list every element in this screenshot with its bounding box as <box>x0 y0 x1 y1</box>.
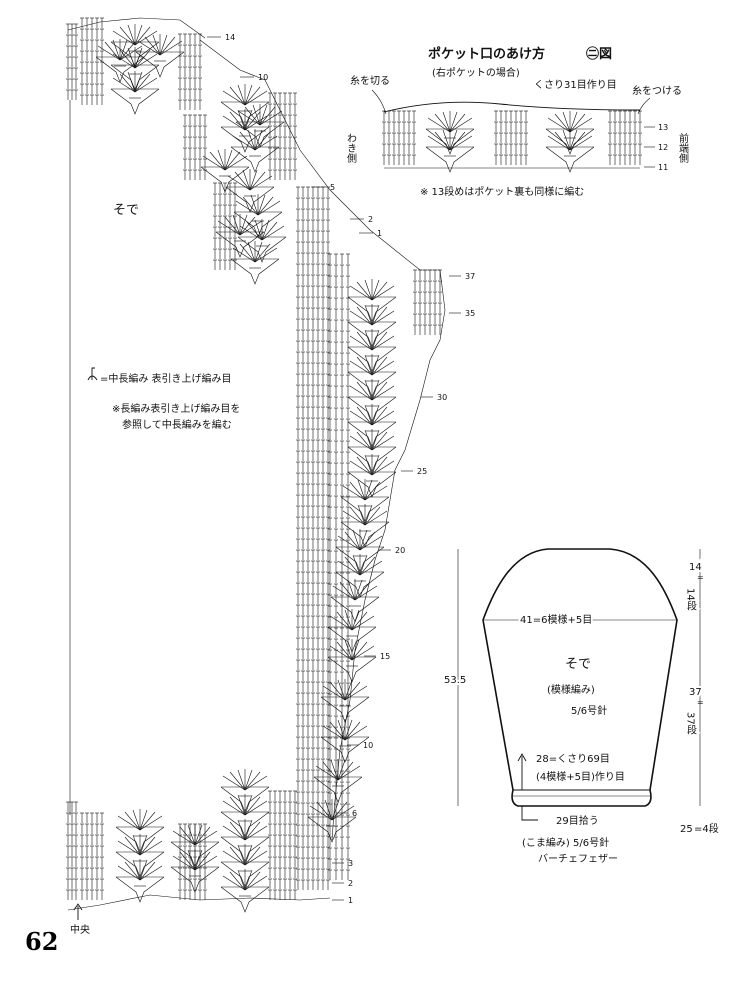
cuff-rows: =4段 <box>694 822 719 835</box>
lower-row-number: 20 <box>395 546 405 555</box>
pocket-chain-label: くさり31目作り目 <box>534 79 617 91</box>
cap-height: 14 <box>689 562 702 573</box>
attach-yarn-label: 糸をつける <box>632 85 682 97</box>
lower-row-number: 2 <box>348 879 353 888</box>
pickup-label: 29目拾う <box>556 814 599 827</box>
pocket-row-number: 13 <box>658 123 668 132</box>
fan-stitch <box>347 453 397 498</box>
fan-stitch <box>215 213 265 258</box>
pocket-row-number: 11 <box>658 163 668 172</box>
center-label: 中央 <box>70 923 90 936</box>
schematic-pattern: (模様編み) <box>547 683 595 696</box>
cap-ditto: = <box>697 573 704 582</box>
fan-stitch <box>230 128 280 173</box>
fan-stitch <box>330 578 380 623</box>
fan-stitch <box>307 798 357 843</box>
lower-row-numbers: 37 35 30 25 20 15 10 6 3 2 1 <box>332 272 475 905</box>
cap-rows: 14段 <box>685 588 697 612</box>
upper-row-number: 2 <box>368 215 373 224</box>
pocket-title: ポケット口のあけ方 <box>428 46 545 62</box>
pocket-figure-number: ㊁図 <box>586 46 612 62</box>
fan-stitch <box>135 33 185 78</box>
lower-row-number: 1 <box>348 896 353 905</box>
body-ditto: = <box>697 698 704 707</box>
top-width-label: 41=6模様+5目 <box>520 613 592 626</box>
lower-row-number: 35 <box>465 309 475 318</box>
cast-on-1: 28=くさり69目 <box>536 753 610 765</box>
pocket-opening-detail: ポケット口のあけ方 ㊁図 (右ポケットの場合) くさり31目作り目 糸を切る 糸… <box>345 46 689 198</box>
body-rows: 37段 <box>685 712 697 736</box>
fan-stitch <box>545 128 595 173</box>
lower-row-number: 37 <box>465 272 475 281</box>
pocket-side-left: わき側 <box>345 133 357 163</box>
fan-stitch <box>313 758 363 803</box>
fan-stitch <box>327 638 377 683</box>
chain-foundation <box>383 101 641 113</box>
lower-row-number: 15 <box>380 652 390 661</box>
cut-yarn-label: 糸を切る <box>350 75 390 87</box>
sleeve-schematic: 41=6模様+5目 そで (模様編み) 5/6号針 53.5 14 = 14段 … <box>442 548 719 865</box>
pickup-arrow <box>521 806 538 821</box>
fan-stitch <box>95 38 145 83</box>
upper-row-number: 5 <box>330 183 335 192</box>
lower-row-number: 30 <box>437 393 447 402</box>
center-marker: 中央 <box>70 903 90 936</box>
schematic-needle: 5/6号針 <box>571 704 607 717</box>
legend-note-2: 参照して中長編みを編む <box>122 418 232 431</box>
sleeve-outline <box>482 548 678 807</box>
hdc-post-stitch-symbol <box>87 367 98 381</box>
fan-stitch <box>233 193 283 238</box>
lower-row-number: 10 <box>363 741 373 750</box>
fan-stitch <box>335 553 385 598</box>
fan-stitch <box>220 868 270 913</box>
pocket-row-numbers: 13 12 11 <box>644 123 668 172</box>
sleeve-chart-title: そで <box>113 203 139 218</box>
upper-row-number: 10 <box>258 73 268 82</box>
legend-note-1: ※長編み表引き上げ編み目を <box>112 402 240 415</box>
page-number: 62 <box>25 927 58 956</box>
legend-symbol-meaning: =中長編み 表引き上げ編み目 <box>100 372 232 385</box>
yarn-label: バーチェフェザー <box>538 853 618 865</box>
total-height-label: 53.5 <box>444 675 466 686</box>
cast-on-2: (4模様+5目)作り目 <box>536 770 625 783</box>
cuff-stitch-label: (こま編み) 5/6号針 <box>522 836 609 849</box>
upper-row-number: 1 <box>377 229 382 238</box>
pocket-subtitle: (右ポケットの場合) <box>432 66 520 79</box>
lower-row-number: 6 <box>352 809 357 818</box>
lower-row-number: 3 <box>348 859 353 868</box>
sleeve-stitch-chart <box>65 17 446 913</box>
upper-row-numbers: 14 10 5 21 <box>207 33 382 238</box>
cuff-height: 25 <box>680 824 693 835</box>
pocket-note: ※ 13段めはポケット裏も同様に編む <box>420 185 584 198</box>
pocket-row-number: 12 <box>658 143 668 152</box>
upper-row-number: 14 <box>225 33 235 42</box>
schematic-title: そで <box>565 657 591 672</box>
body-height: 37 <box>689 687 702 698</box>
pocket-side-right: 前端側 <box>677 132 689 163</box>
pocket-stitch-chart <box>371 89 651 173</box>
legend: =中長編み 表引き上げ編み目 ※長編み表引き上げ編み目を 参照して中長編みを編む <box>87 367 240 431</box>
lower-row-number: 25 <box>417 467 427 476</box>
fan-stitch <box>425 128 475 173</box>
